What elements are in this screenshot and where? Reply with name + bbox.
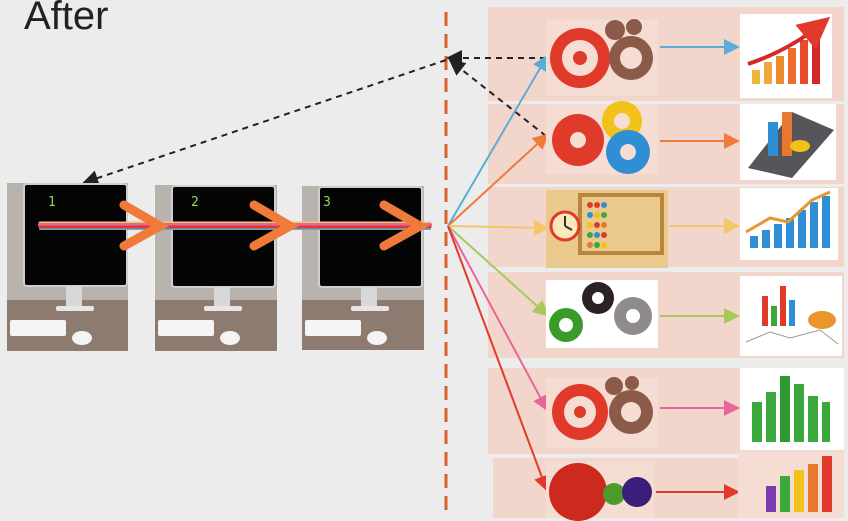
monitor-2: 2 xyxy=(155,185,277,351)
monitor-1: 1 xyxy=(7,183,128,351)
monitor-3-label: 3 xyxy=(323,195,331,210)
bundled-flow-arrows xyxy=(38,200,432,251)
page-title: After xyxy=(24,0,109,38)
growth-bar-chart-icon xyxy=(740,14,832,98)
green-bar-chart-icon xyxy=(740,368,844,450)
feedback-arrow-row2 xyxy=(448,59,547,137)
gear-cluster-icon-2 xyxy=(546,376,658,448)
multicolor-bar-chart-icon xyxy=(738,452,844,518)
monitor-2-label: 2 xyxy=(191,195,199,210)
gear-cluster-icon xyxy=(546,19,658,96)
red-green-purple-gears-icon xyxy=(546,462,654,521)
mixed-charts-icon xyxy=(740,276,842,356)
rising-trend-chart-icon xyxy=(740,188,838,260)
3d-analytics-chart-icon xyxy=(740,104,836,180)
colorful-gears-icon xyxy=(546,101,658,174)
monitor-3: 3 xyxy=(302,186,424,350)
fanout-arrows xyxy=(447,54,550,492)
feedback-arrow-to-monitor xyxy=(82,59,447,186)
abacus-clock-icon xyxy=(546,190,668,268)
three-gears-icon xyxy=(546,280,658,348)
monitor-1-label: 1 xyxy=(48,195,56,210)
